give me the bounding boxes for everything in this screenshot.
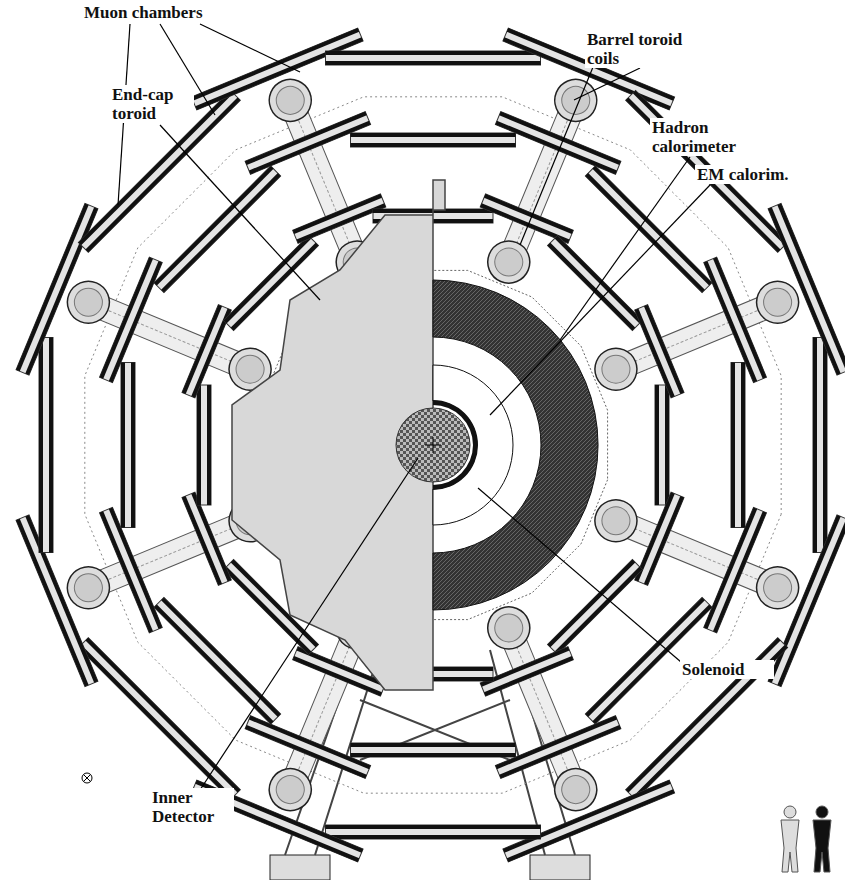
part-label: Hadron calorimeter [650, 118, 764, 156]
inner-detector [396, 408, 470, 482]
part-label: Barrel toroid coils [585, 30, 719, 68]
leader-lines [118, 24, 710, 790]
part-label: Muon chambers [82, 3, 261, 22]
part-label: EM calorim. [695, 165, 809, 184]
barrel-toroid-coils [61, 73, 805, 817]
part-label: Solenoid [680, 660, 774, 679]
field-symbol [82, 773, 92, 783]
human-scale-figures [781, 806, 831, 872]
part-label: End-cap toroid [110, 85, 194, 123]
part-label: Inner Detector [150, 788, 234, 826]
muon-chambers [16, 28, 845, 862]
support-ring [85, 97, 781, 793]
